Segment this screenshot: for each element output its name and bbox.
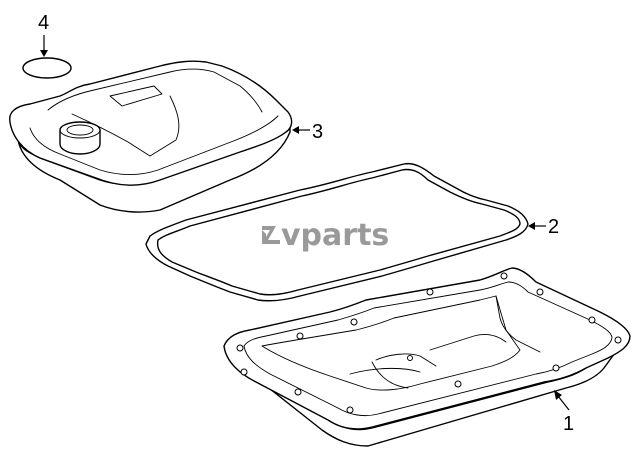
part-1-oil-pan[interactable] — [223, 267, 631, 447]
part-3-strainer[interactable] — [9, 60, 293, 213]
callout-4-label: 4 — [38, 12, 49, 34]
callout-1[interactable]: 1 — [554, 390, 574, 435]
part-4-o-ring[interactable] — [22, 57, 72, 79]
watermark: vparts — [262, 218, 389, 253]
watermark-text: vparts — [281, 218, 389, 253]
callout-4-arrow-icon — [40, 50, 48, 57]
callout-3-label: 3 — [312, 121, 323, 143]
watermark-logo-icon — [262, 226, 280, 244]
callout-2-arrow-icon — [528, 222, 535, 230]
callout-3-arrow-icon — [292, 126, 299, 134]
callout-2[interactable]: 2 — [528, 216, 559, 238]
callout-2-label: 2 — [548, 216, 559, 238]
callout-4[interactable]: 4 — [38, 12, 49, 57]
part-2-gasket[interactable] — [145, 162, 529, 302]
callout-3[interactable]: 3 — [292, 121, 323, 143]
callout-1-arrow-icon — [554, 390, 562, 400]
callout-1-label: 1 — [563, 413, 574, 435]
